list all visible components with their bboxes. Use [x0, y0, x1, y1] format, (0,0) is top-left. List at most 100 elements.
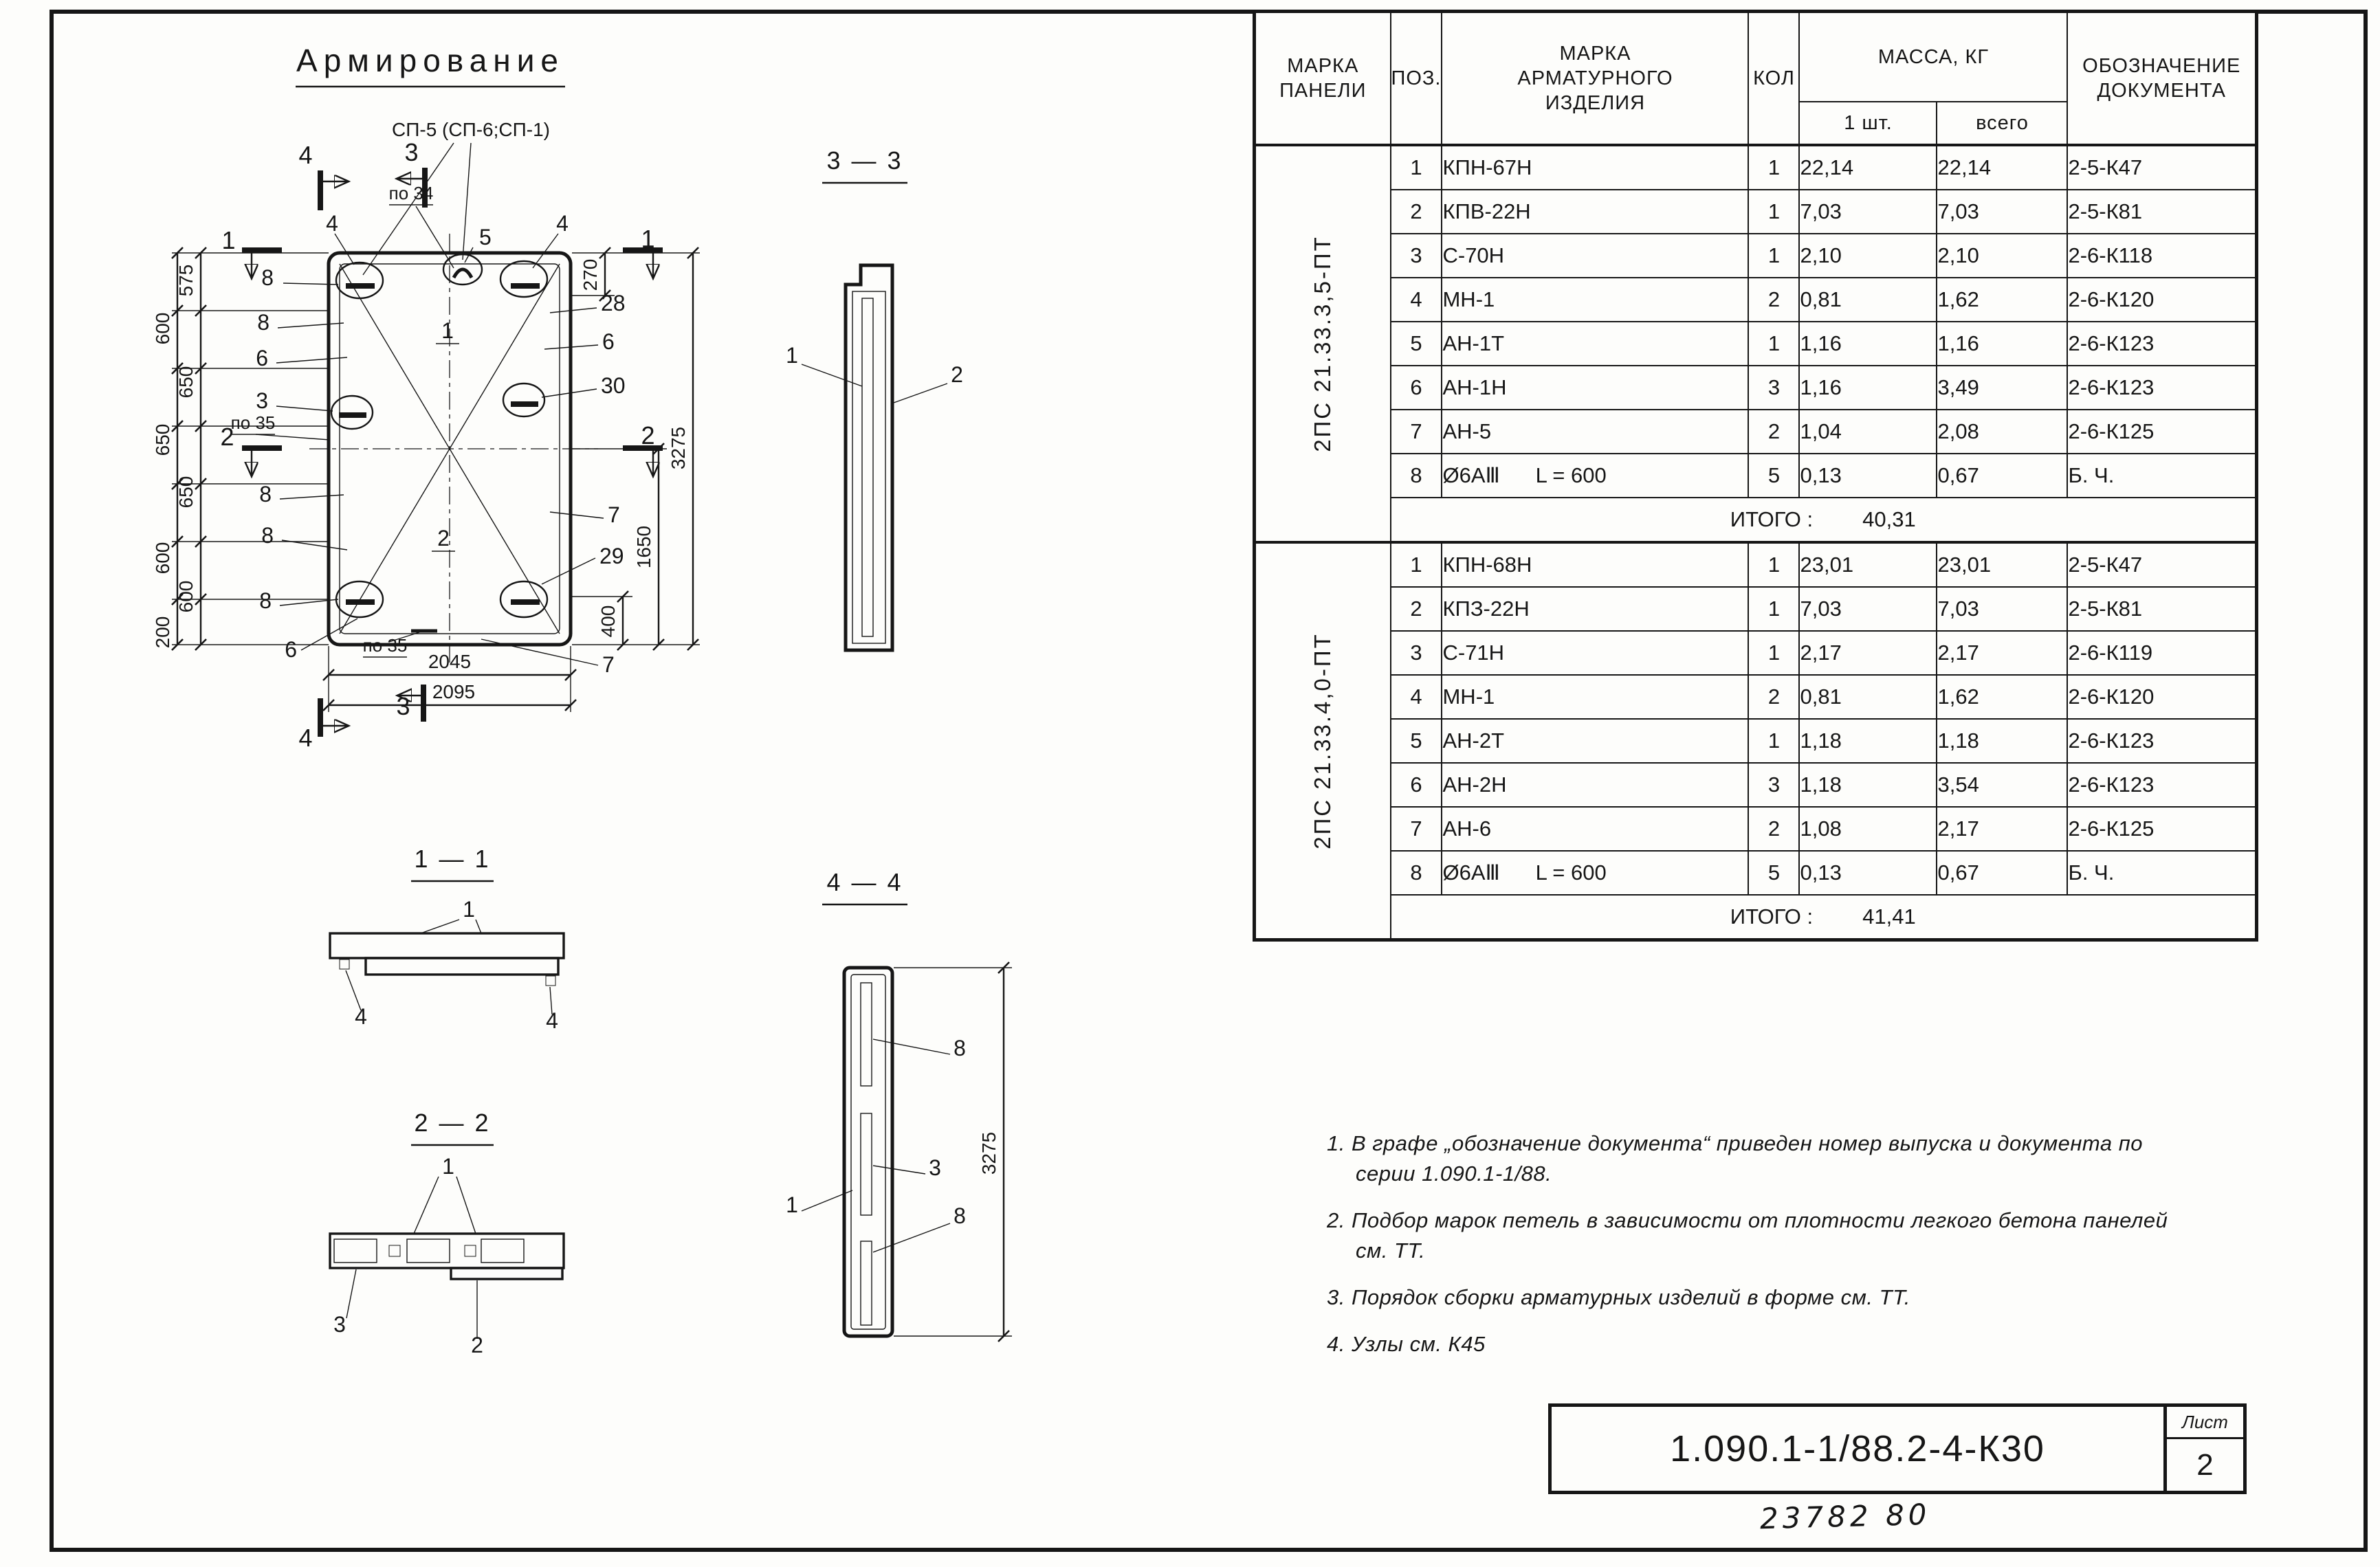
cell-pos: 5 — [1389, 321, 1443, 366]
cell-qty: 1 — [1748, 630, 1800, 676]
document-number: 1.090.1-1/88.2-4-К30 — [1670, 1428, 2045, 1469]
header-row: МАРКА ПАНЕЛИ ПОЗ. МАРКА АРМАТУРНОГО ИЗДЕ… — [1253, 10, 2258, 146]
pos-label-4: 4 — [546, 1008, 558, 1033]
cut-mark-2: 2 — [641, 421, 657, 449]
pos-label-3: 3 — [333, 1312, 346, 1337]
cell-mass-all: 7,03 — [1936, 586, 2069, 632]
section-title: 4 — 4 — [826, 868, 903, 896]
cell-mass-all: 0,67 — [1936, 850, 2069, 896]
cell-mass-all: 2,10 — [1936, 233, 2069, 278]
cell-pos: 1 — [1389, 541, 1443, 588]
pos-label-5: 5 — [479, 225, 492, 249]
dim-3275: 3275 — [978, 1132, 1000, 1175]
pos-label-1: 1 — [786, 1192, 798, 1217]
dim-left: 575 — [175, 265, 197, 297]
cell-mass-one: 7,03 — [1798, 586, 1938, 632]
pos-label-8: 8 — [954, 1203, 966, 1228]
dim-left: 650 — [175, 476, 197, 509]
cell-qty: 1 — [1748, 541, 1800, 588]
note-1: 1. В графе „обозначение документа“ приве… — [1327, 1131, 2144, 1186]
note-3: 3. Порядок сборки арматурных изделий в ф… — [1327, 1285, 1910, 1310]
table-row: 7 АН-5 2 1,04 2,08 2-6-К125 — [1255, 409, 2258, 454]
col-header-mass: МАССА, КГ — [1798, 10, 2069, 102]
col-header-doc: ОБОЗНАЧЕНИЕ ДОКУМЕНТА — [2067, 10, 2258, 146]
sp-callout: СП-5 (СП-6;СП-1) — [392, 119, 550, 140]
pos-label-1: 1 — [463, 897, 475, 922]
pos-label-1: 1 — [786, 343, 798, 368]
cell-pos: 3 — [1389, 233, 1443, 278]
cell-qty: 3 — [1748, 762, 1800, 808]
dim-270: 270 — [580, 259, 601, 291]
section-4-4: 4 — 4 8 3 8 1 3275 — [786, 868, 1012, 1342]
total-label: ИТОГО : — [1730, 904, 1814, 929]
pos-label-6: 6 — [285, 637, 297, 662]
cell-pos: 6 — [1389, 762, 1443, 808]
group-total-cell: ИТОГО : 41,41 — [1389, 894, 2258, 941]
header-subrow: 1 шт. всего — [1255, 101, 2257, 146]
cell-mass-all: 7,03 — [1936, 189, 2069, 234]
cell-mass-all: 2,08 — [1936, 409, 2069, 454]
cell-qty: 2 — [1748, 409, 1800, 454]
total-value: 41,41 — [1862, 904, 1916, 929]
cell-mass-one: 0,81 — [1798, 277, 1938, 322]
table-row: 2 КПЗ-22Н 1 7,03 7,03 2-5-К81 — [1255, 586, 2258, 632]
panel-mark: 2ПС 21.33.4,0-ПТ — [1310, 632, 1336, 849]
cell-mark: АН-2Т — [1441, 718, 1750, 764]
table-row: 3 С-70Н 1 2,10 2,10 2-6-К118 — [1255, 233, 2258, 278]
col-header-qty: КОЛ — [1748, 10, 1800, 146]
dim-left: 650 — [175, 366, 197, 399]
cell-pos: 4 — [1389, 277, 1443, 322]
cell-mass-all: 1,62 — [1936, 674, 2069, 720]
po35-label: по 35 — [363, 635, 408, 656]
cell-qty: 2 — [1748, 277, 1800, 322]
cell-mark: С-71Н — [1441, 630, 1750, 676]
cell-qty: 3 — [1748, 365, 1800, 410]
note-2: 2. Подбор марок петель в зависимости от … — [1327, 1208, 2168, 1263]
cell-mark: КПН-67Н — [1441, 144, 1750, 190]
dim-3275: 3275 — [668, 427, 689, 469]
cell-mass-all: 3,49 — [1936, 365, 2069, 410]
pos-label-8: 8 — [954, 1036, 966, 1060]
cell-doc: 2-5-К81 — [2067, 586, 2258, 632]
cell-pos: 3 — [1389, 630, 1443, 676]
cut-mark-4: 4 — [298, 724, 314, 752]
table-row: 2ПС 21.33.3,5-ПТ 1 КПН-67Н 1 22,14 22,14… — [1253, 144, 2258, 543]
pos-label-2: 2 — [471, 1333, 483, 1357]
cell-qty: 2 — [1748, 806, 1800, 852]
cell-mass-one: 2,10 — [1798, 233, 1938, 278]
dim-left: 600 — [152, 313, 173, 345]
table-row: 4 МН-1 2 0,81 1,62 2-6-К120 — [1255, 674, 2258, 720]
cell-qty: 1 — [1748, 189, 1800, 234]
cell-doc: 2-5-К47 — [2067, 144, 2258, 190]
cell-doc: 2-6-К120 — [2067, 674, 2258, 720]
table-row: 4 МН-1 2 0,81 1,62 2-6-К120 — [1255, 277, 2258, 322]
cell-doc: 2-6-К118 — [2067, 233, 2258, 278]
col-header-mass-one: 1 шт. — [1798, 101, 1938, 146]
cell-doc: 2-6-К123 — [2067, 365, 2258, 410]
sheet-frame — [49, 10, 2368, 1552]
cell-mass-one: 1,16 — [1798, 365, 1938, 410]
section-2-2: 2 — 2 1 3 2 — [329, 1109, 565, 1357]
section-title: 3 — 3 — [826, 146, 903, 175]
total-value: 40,31 — [1862, 507, 1916, 531]
reinforcement-drawing: Армирование — [152, 43, 1012, 1357]
pos-label-3: 3 — [929, 1155, 941, 1180]
panel-mark-cell: 2ПС 21.33.4,0-ПТ — [1253, 541, 1391, 941]
pos-label-4: 4 — [556, 211, 569, 236]
dim-width-inner: 2045 — [428, 651, 471, 672]
cell-mass-all: 2,17 — [1936, 630, 2069, 676]
pos-label-1: 1 — [442, 1154, 454, 1179]
table-row: 3 С-71Н 1 2,17 2,17 2-6-К119 — [1255, 630, 2258, 676]
sheet-label: Лист — [2167, 1407, 2243, 1439]
cell-mass-one: 2,17 — [1798, 630, 1938, 676]
cell-mass-one: 0,81 — [1798, 674, 1938, 720]
cell-mass-one: 22,14 — [1798, 144, 1938, 190]
dim-left: 650 — [152, 424, 173, 456]
cell-mass-one: 1,18 — [1798, 762, 1938, 808]
po35-label: по 35 — [231, 412, 276, 433]
cell-qty: 1 — [1748, 321, 1800, 366]
pos-label-6: 6 — [256, 346, 268, 370]
cell-doc: 2-6-К125 — [2067, 409, 2258, 454]
cut-mark-1: 1 — [221, 226, 237, 254]
